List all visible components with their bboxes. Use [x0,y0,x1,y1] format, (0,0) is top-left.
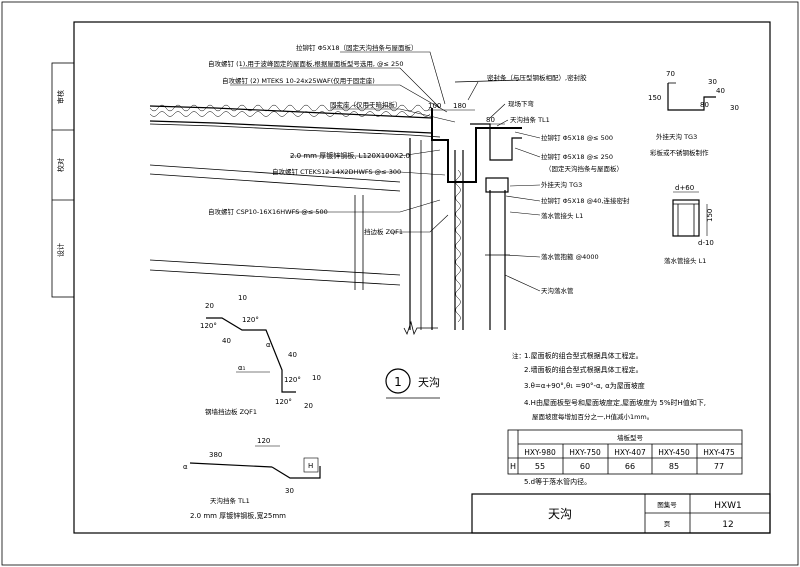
callout-self-drilling-4: 自攻螺钉 CSP10-16X16HWFS @≤ 500 [208,207,328,216]
callout-rivet-250: 拉铆钉 Φ5X18 @≤ 250 [541,152,613,161]
note-4: 4.H由屋面板型号和屋面坡度定,屋面坡度为 5%时H值如下, [524,398,706,407]
h-table-model-4: HXY-450 [658,448,690,457]
l1-dim-150: 150 [706,209,714,222]
callout-dim-100: 100 [428,102,441,110]
h-table: 墙板型号 HXY-980 HXY-750 HXY-407 HXY-450 HXY… [507,429,743,475]
note-1: 1.屋面板的组合型式根据具体工程定。 [524,351,643,360]
tg3-dim-150: 150 [648,94,661,102]
tg3-dim-70: 70 [666,70,675,78]
callout-self-drilling-3: 自攻螺钉 CTEKS12-14X2DHWFS @≤ 300 [272,167,401,176]
title-block-drawing-no-label: 图集号 [657,500,677,509]
h-table-value-5: 77 [714,462,724,471]
tg3-detail: 70 30 150 40 80 30 外挂天沟 TG3 彩板或不锈钢板制作 [648,70,739,157]
h-table-value-4: 85 [669,462,679,471]
tg3-dim-40: 40 [716,87,725,95]
zqf1-angle-120-d: 120° [275,398,292,406]
callout-rivet-250-note: （固定天沟挡条与屋面板） [545,164,623,173]
h-table-model-3: HXY-407 [614,448,646,457]
side-label-review: 审核 [56,90,65,104]
callout-rivet-40: 拉铆钉 Φ5X18 @40,连接密封 [541,196,630,205]
l1-dim-d-10: d-10 [698,239,714,247]
callout-gutter-downpipe: 天沟落水管 [541,286,574,295]
zqf1-dim-10-bottom: 10 [312,374,321,382]
tl1-label: 天沟挡条 TL1 [210,496,250,505]
h-table-row-label: H [510,462,516,471]
l1-label: 落水管接头 L1 [664,256,706,265]
zqf1-angle-120-b: 120° [242,316,259,324]
h-table-model-1: HXY-980 [524,448,556,457]
callout-self-drilling-screw-2: 自攻螺钉 (2) MTEKS 10-24x25WAF(仅用于固定座) [222,76,375,85]
l1-detail: d+60 150 d-10 落水管接头 L1 [664,184,714,265]
zqf1-angle-120-a: 120° [200,322,217,330]
callout-steel-plate: 2.0 mm 厚镀锌钢板, L120X100X2.0 [290,151,410,160]
zqf1-dim-40-b: 40 [288,351,297,359]
tl1-sublabel: 2.0 mm 厚镀锌钢板,宽25mm [190,511,286,520]
tg3-dim-30-top: 30 [708,78,717,86]
note-5: 5.d等于落水管内径。 [524,477,591,486]
title-block-drawing-no: HXW1 [714,501,742,511]
h-table-value-1: 55 [535,462,545,471]
l1-dim-d60: d+60 [675,184,694,192]
side-label-design: 设计 [56,243,65,257]
callout-tapping-screw-1: 拉铆钉 Φ5X18（固定天沟挡条与屋面板） [296,43,418,52]
side-label-check: 校对 [56,158,65,172]
zqf1-angle-120-c: 120° [284,376,301,384]
callout-gutter-cover: 天沟挡条 TL1 [510,115,550,124]
callout-dim-180: 180 [453,102,466,110]
tg3-dim-80: 80 [700,101,709,109]
callout-leaders [230,51,541,292]
zqf1-detail: 20 10 120° 120° 40 α 40 120° 10 120° 20 … [200,294,321,416]
notes-heading: 注： [512,351,525,360]
tg3-sublabel: 彩板或不锈钢板制作 [650,148,709,157]
callout-outer-gutter: 外挂天沟 TG3 [541,180,582,189]
callout-fixing-seat: 固定座（仅用于暗扣板） [330,100,402,109]
zqf1-label: 钢墙挡边板 ZQF1 [205,407,257,416]
zqf1-dim-20: 20 [205,302,214,310]
title-block-title: 天沟 [548,507,572,521]
note-2: 2.墙面板的组合型式根据具体工程定。 [524,365,643,374]
h-table-model-5: HXY-475 [703,448,735,457]
tl1-alpha: α [183,463,188,471]
callout-drain-joint: 落水管接头 L1 [541,211,583,220]
tl1-dim-30: 30 [285,487,294,495]
h-table-model-2: HXY-750 [569,448,601,457]
tg3-dim-30-right: 30 [730,104,739,112]
zqf1-dim-40-a: 40 [222,337,231,345]
zqf1-alpha: α [266,341,271,349]
callout-sealant-strip: 密封条（与压型钢板相配）,密封胶 [487,73,587,82]
note-3: 3.θ=α+90°,θ₁ =90°-α, α为屋面坡度 [524,381,645,390]
callout-rivet-500: 拉铆钉 Φ5X18 @≤ 500 [541,133,613,142]
title-block-page-label: 页 [664,520,671,528]
h-table-value-3: 66 [625,462,635,471]
notes-block: 注： 1.屋面板的组合型式根据具体工程定。 2.墙面板的组合型式根据具体工程定。… [512,351,706,486]
section-mark-number: 1 [394,375,402,389]
title-block-page-no: 12 [722,520,733,530]
tl1-detail: 120 380 α H 30 天沟挡条 TL1 2.0 mm 厚镀锌钢板,宽25… [183,437,321,520]
callout-dim-80: 80 [486,116,495,124]
callout-water-drip: 现场下弯 [508,99,535,108]
tl1-dim-120: 120 [257,437,270,445]
note-4-cont: 屋面坡度每增加百分之一,H值减小1mm。 [532,412,653,421]
title-block: 天沟 图集号 HXW1 页 12 [471,493,771,534]
h-table-value-2: 60 [580,462,590,471]
zqf1-dim-20-bottom: 20 [304,402,313,410]
callout-self-drilling-screw-1: 自攻螺钉 (1),用于波峰固定的屋面板,根据屋面板型号选用, @≤ 250 [208,59,403,68]
tl1-dim-380: 380 [209,451,222,459]
callout-drain-clip: 落水管抱箍 @4000 [541,252,599,261]
zqf1-dim-10-top: 10 [238,294,247,302]
h-table-title: 墙板型号 [617,433,644,442]
section-mark-title: 天沟 [418,376,440,389]
tl1-dim-h: H [308,462,313,470]
section-mark: 1 天沟 [385,368,440,399]
tg3-label: 外挂天沟 TG3 [656,132,697,141]
gutter-section-drawing [149,79,522,336]
side-strip: 审核 校对 设计 [51,62,75,298]
zqf1-alpha1: α₁ [238,364,246,372]
callout-flashing: 挡边板 ZQF1 [364,227,403,236]
